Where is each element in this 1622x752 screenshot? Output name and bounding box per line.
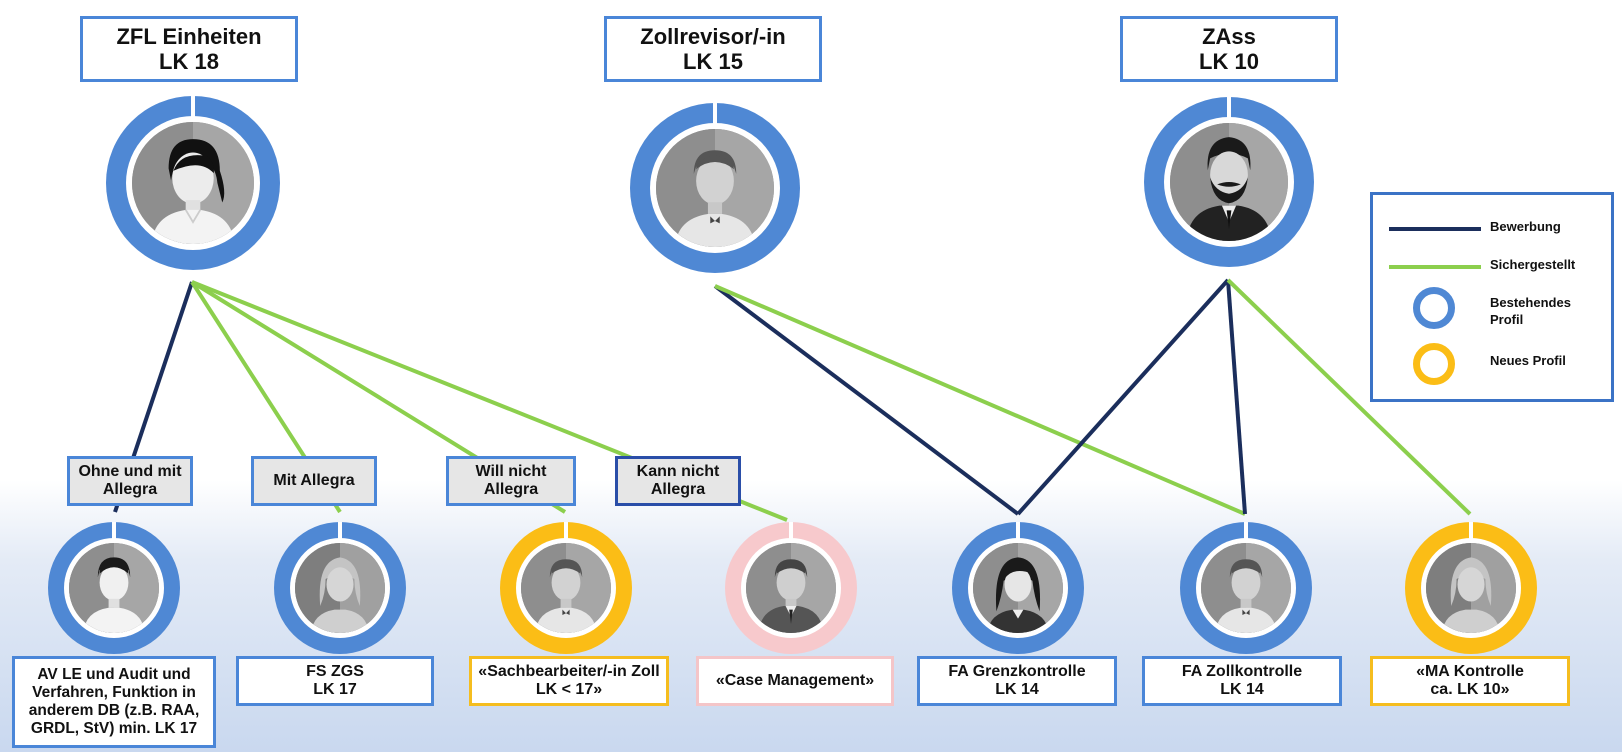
- role-name: ZFL Einheiten: [116, 23, 262, 49]
- profile-ring-existing: [106, 96, 280, 270]
- role-title: FA Zollkontrolle: [1181, 662, 1303, 680]
- role-title: FA Grenzkontrolle: [948, 662, 1086, 680]
- sub-label-mit-allegra: Mit Allegra: [251, 456, 377, 506]
- role-lk: LK 14: [1220, 681, 1264, 698]
- sub-label-kann-nicht-allegra: Kann nicht Allegra: [615, 456, 741, 506]
- legend-label-bestehendes: Bestehendes Profil: [1490, 295, 1571, 327]
- profile-ring-existing: [952, 522, 1084, 654]
- sub-label-text: Mit Allegra: [273, 471, 355, 489]
- sub-label-will-nicht-allegra: Will nicht Allegra: [446, 456, 576, 506]
- man-avatar-icon: [746, 543, 836, 633]
- role-title: FS ZGS: [306, 662, 364, 680]
- profile-ring-new: [1405, 522, 1537, 654]
- line-bewerbung: [1016, 278, 1230, 516]
- role-box-av-le: AV LE und Audit und Verfahren, Funktion …: [12, 656, 216, 748]
- sub-label-text: Ohne und mit Allegra: [78, 462, 182, 498]
- man-avatar-icon: [69, 543, 159, 633]
- legend-line-sichergestellt: [1389, 265, 1481, 269]
- role-name: ZAss: [1202, 23, 1256, 49]
- sub-label-text: Will nicht Allegra: [475, 462, 547, 498]
- role-lk: LK 10: [1199, 49, 1259, 74]
- role-lk: LK 15: [683, 49, 743, 74]
- woman-avatar-icon: [973, 543, 1063, 633]
- line-bewerbung: [1226, 279, 1247, 515]
- profile-ring-existing: [1180, 522, 1312, 654]
- role-lk: LK 18: [159, 49, 219, 74]
- line-sichergestellt: [714, 284, 1246, 516]
- woman-avatar-icon: [295, 543, 385, 633]
- role-lk: LK 17: [313, 681, 357, 698]
- role-lk: LK < 17»: [535, 681, 603, 698]
- legend-line-bewerbung: [1389, 227, 1481, 231]
- man-avatar-icon: [521, 543, 611, 633]
- legend-ring-new-icon: [1413, 343, 1455, 385]
- profile-ring-case-management: [725, 522, 857, 654]
- profile-ring-existing: [274, 522, 406, 654]
- sub-label-ohne-und-mit-allegra: Ohne und mit Allegra: [67, 456, 193, 506]
- role-lk: LK 14: [995, 681, 1039, 698]
- role-title: «Sachbearbeiter/-in Zoll: [478, 662, 660, 680]
- role-box-case-management: «Case Management»: [696, 656, 894, 706]
- woman-avatar-icon: [132, 122, 254, 244]
- role-title: «MA Kontrolle: [1416, 662, 1524, 680]
- profile-ring-existing: [48, 522, 180, 654]
- legend: Bewerbung Sichergestellt Bestehendes Pro…: [1370, 192, 1614, 402]
- woman-avatar-icon: [1426, 543, 1516, 633]
- sub-label-text: Kann nicht Allegra: [636, 462, 720, 498]
- legend-label-sichergestellt: Sichergestellt: [1490, 257, 1576, 272]
- legend-ring-existing-icon: [1413, 287, 1455, 329]
- profile-ring-existing: [1144, 97, 1314, 267]
- line-sichergestellt: [1226, 278, 1472, 516]
- bearded-man-avatar-icon: [1170, 123, 1288, 241]
- role-title: «Case Management»: [715, 671, 875, 689]
- profile-ring-new: [500, 522, 632, 654]
- line-bewerbung: [713, 284, 1020, 516]
- role-name: Zollrevisor/-in: [640, 23, 786, 49]
- role-title: AV LE und Audit und Verfahren, Funktion …: [28, 666, 200, 737]
- legend-label-neues: Neues Profil: [1490, 353, 1566, 368]
- man-avatar-icon: [656, 129, 774, 247]
- profile-ring-existing: [630, 103, 800, 273]
- role-lk: ca. LK 10»: [1430, 681, 1510, 698]
- man-avatar-icon: [1201, 543, 1291, 633]
- legend-label-bewerbung: Bewerbung: [1490, 219, 1561, 234]
